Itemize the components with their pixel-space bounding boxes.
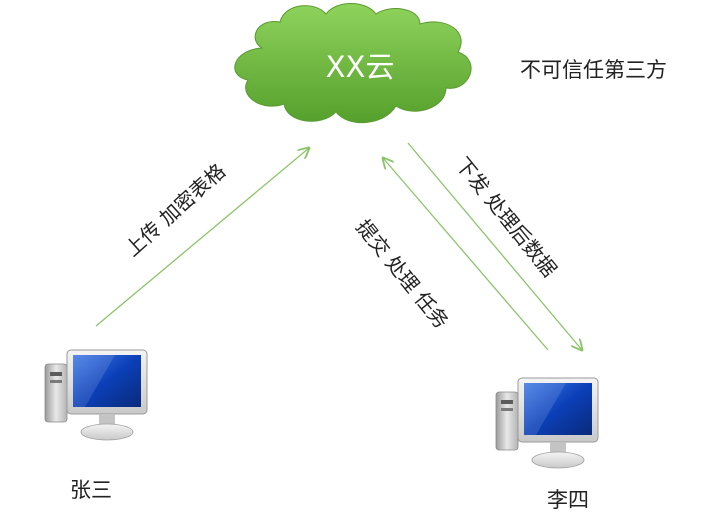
submit-arrow: [383, 158, 549, 351]
user-name-left: 张三: [70, 478, 112, 502]
computer-icon-right: [495, 377, 599, 469]
cloud-label: XX云: [325, 50, 395, 84]
download-arrow: [407, 142, 582, 350]
computer-icon-left: [44, 349, 148, 441]
upload-arrow: [95, 148, 309, 327]
cloud-icon: [234, 3, 472, 124]
third-party-note: 不可信任第三方: [520, 58, 667, 82]
user-name-right: 李四: [547, 488, 589, 512]
